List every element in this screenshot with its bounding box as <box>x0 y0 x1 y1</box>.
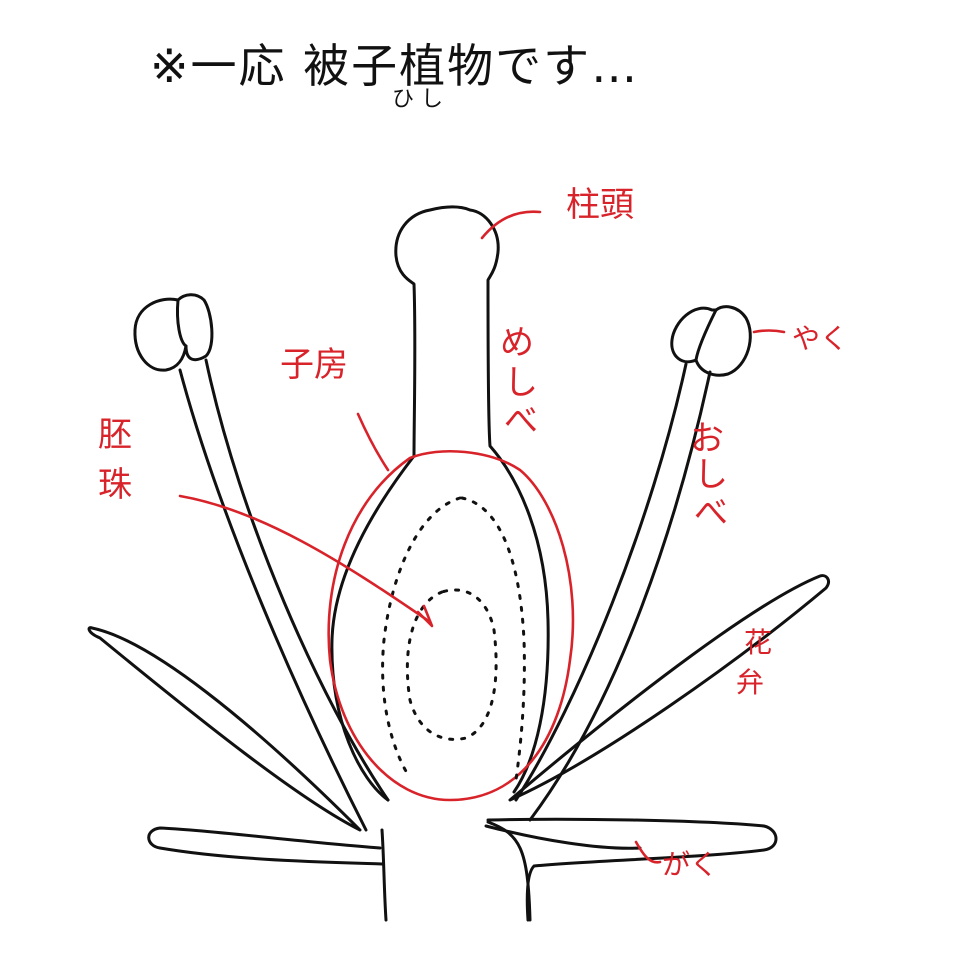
left-petal <box>87 626 362 832</box>
sepal-label: がく <box>662 848 718 881</box>
petal-label-1: 花 <box>744 626 772 659</box>
left-stamen <box>133 293 390 832</box>
ovule-leader <box>178 494 432 624</box>
sepal-leader <box>634 840 662 864</box>
ovary-leader <box>356 412 390 472</box>
ovule-label-1: 胚 <box>98 415 132 455</box>
anther-leader <box>752 329 786 334</box>
pistil-label-1: め <box>500 323 534 363</box>
stamen-label-2: し <box>694 455 728 495</box>
stamen-label-3: べ <box>694 493 728 533</box>
receptacle <box>380 820 532 922</box>
ovule-inner <box>405 588 498 741</box>
right-anther-divider <box>694 308 718 362</box>
ovule-arrowhead <box>416 604 434 628</box>
title-ruby: ひ し <box>392 87 443 112</box>
left-anther-divider <box>176 298 188 348</box>
ovule-label-2: 珠 <box>98 465 132 505</box>
ovary-outline <box>327 449 575 802</box>
stamen-label-1: お <box>690 419 724 459</box>
right-stamen <box>514 305 752 822</box>
stigma-label: 柱頭 <box>566 185 634 225</box>
right-sepal-inner <box>484 824 642 850</box>
stigma-leader <box>480 210 542 240</box>
ovary-label: 子房 <box>280 345 348 385</box>
anther-label: やく <box>792 322 848 355</box>
pistil-label-2: し <box>504 363 538 403</box>
right-petal <box>508 574 830 802</box>
right-filament <box>514 362 712 822</box>
page-title: ※一応 被子植物です… <box>150 39 639 93</box>
pistil-label-3: べ <box>504 401 538 441</box>
left-filament <box>178 358 390 832</box>
left-anther <box>133 293 214 372</box>
left-sepal <box>147 826 384 866</box>
right-sepal <box>486 817 778 922</box>
petal-label-2: 弁 <box>736 666 764 699</box>
ovule-outer <box>381 496 526 782</box>
